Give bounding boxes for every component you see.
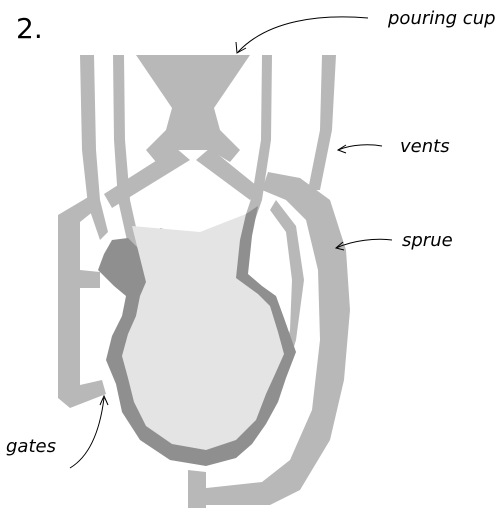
casting bbox=[98, 206, 296, 466]
callout-arrows bbox=[69, 16, 393, 469]
vents-arrowhead bbox=[336, 144, 347, 154]
pouring-cup-label: pouring cup bbox=[387, 8, 496, 29]
bottom-runner bbox=[188, 470, 206, 508]
sprue-runner bbox=[270, 200, 304, 380]
sprue-main bbox=[188, 172, 350, 505]
right-branch bbox=[196, 148, 262, 200]
inner-left-vent bbox=[113, 55, 150, 292]
gates-arrowhead bbox=[99, 394, 109, 406]
pouring-cup bbox=[136, 55, 250, 162]
inner-right-vent bbox=[238, 55, 272, 240]
casting-cavity bbox=[122, 214, 284, 450]
sprue-arrow bbox=[335, 238, 393, 249]
right-vent bbox=[308, 55, 336, 190]
vents-arrow bbox=[337, 144, 383, 151]
left-runner bbox=[58, 196, 106, 408]
step-number: 2. bbox=[16, 12, 43, 45]
sprue-label: sprue bbox=[402, 230, 453, 251]
left-vent bbox=[80, 55, 108, 240]
sprue-arrowhead bbox=[334, 241, 345, 251]
vent-channels bbox=[80, 55, 336, 292]
pouring-cup-arrow bbox=[237, 16, 369, 53]
gates-arrow bbox=[69, 397, 105, 469]
gates-label: gates bbox=[6, 436, 56, 457]
vents-label: vents bbox=[400, 136, 450, 157]
pouring-cup-arrowhead bbox=[235, 41, 247, 54]
sprue-network bbox=[58, 55, 350, 508]
left-branch bbox=[104, 148, 190, 208]
